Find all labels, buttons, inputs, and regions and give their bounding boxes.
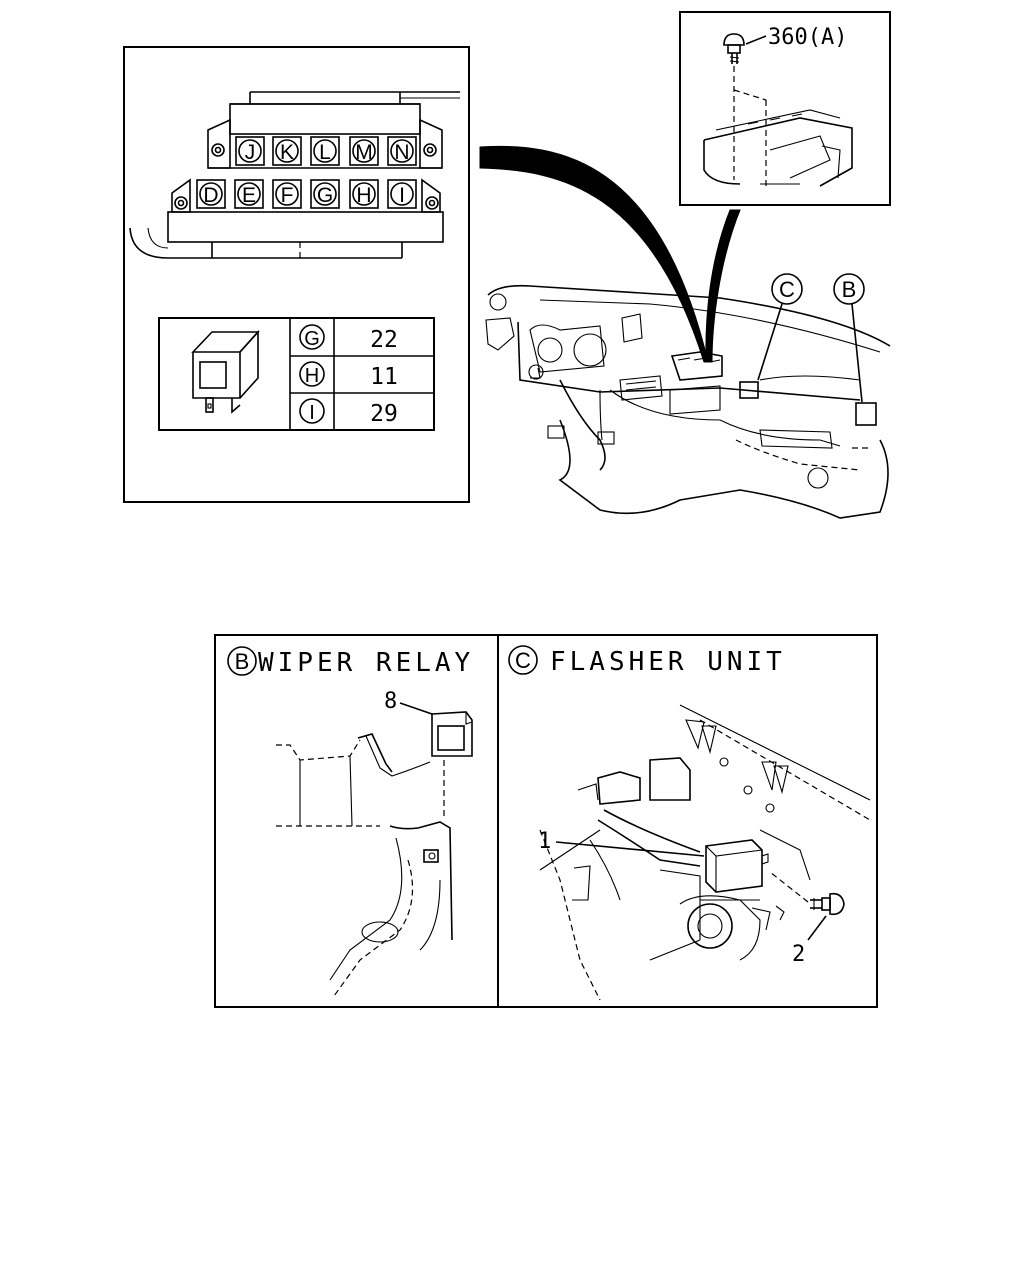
table-row-I: I 29 [299, 398, 398, 427]
leader-line [745, 35, 767, 45]
socket-label: H [356, 184, 371, 207]
flasher-unit-marker [739, 381, 759, 399]
panel-c-title: FLASHER UNIT [550, 647, 786, 677]
inset-frame [679, 11, 891, 206]
bolt-inset-box: 360(A) [679, 11, 891, 206]
panel-c-callout-1: 1 [538, 829, 551, 854]
socket-row-bottom: D E F G H [196, 179, 417, 209]
socket-label: L [319, 141, 331, 164]
panel-c-badge-circle [508, 645, 538, 675]
socket-label: F [281, 184, 294, 207]
table-part-number: 11 [370, 364, 398, 390]
socket-label: D [203, 184, 218, 207]
inset-pointer-arrow [705, 209, 741, 363]
table-socket-label: H [305, 365, 319, 387]
wiper-relay-marker [855, 402, 877, 426]
relay-parts-table: G 22 H 11 I 29 [158, 317, 435, 431]
socket-J: J [235, 136, 265, 166]
socket-F: F [272, 179, 302, 209]
socket-I: I [387, 179, 417, 209]
bottom-panels: B WIPER RELAY 8 [214, 634, 878, 1008]
panel-c-badge: C [515, 648, 531, 673]
table-row-G: G 22 [299, 324, 398, 353]
flasher-unit-icon [705, 839, 769, 893]
table-socket-label: G [304, 328, 320, 350]
relay-icon [191, 329, 260, 414]
socket-label: I [399, 184, 405, 207]
socket-label: M [355, 141, 373, 164]
table-row-H: H 11 [299, 361, 398, 390]
relay-block-inset-illustration [703, 109, 853, 187]
socket-K: K [272, 136, 302, 166]
dashboard-callout-b: B [833, 273, 865, 403]
socket-label: K [280, 141, 294, 164]
socket-label: J [245, 141, 256, 164]
socket-G: G [310, 179, 340, 209]
flasher-bolt-icon [810, 892, 845, 916]
socket-label: N [394, 141, 409, 164]
callout-letter: C [779, 277, 795, 302]
bottom-panels-frame [214, 634, 878, 1008]
table-part-number: 22 [370, 327, 398, 353]
dashboard-callout-c: C [757, 273, 803, 381]
socket-L: L [310, 136, 340, 166]
pointer-arrows [479, 145, 741, 363]
panel-b-badge-circle [227, 646, 257, 676]
panel-b-badge: B [235, 649, 250, 674]
relay-block-detail-box: J K L M N [123, 46, 470, 503]
panel-wiper-relay: B WIPER RELAY 8 [227, 646, 474, 997]
detail-box-frame [123, 46, 470, 503]
socket-M: M [349, 136, 379, 166]
panel-b-callout-8: 8 [384, 689, 397, 714]
panel-c-illustration [539, 704, 871, 1001]
callout-letter: B [842, 277, 857, 302]
panel-b-title: WIPER RELAY [258, 648, 474, 678]
relay-block-illustration [129, 91, 460, 259]
table-part-number: 29 [370, 401, 398, 427]
panel-flasher-unit: C FLASHER UNIT [508, 645, 871, 1001]
dashboard-illustration [485, 284, 891, 519]
socket-row-top: J K L M N [235, 136, 417, 166]
socket-D: D [196, 179, 226, 209]
socket-N: N [387, 136, 417, 166]
socket-label: E [242, 184, 256, 207]
panel-c-callout-2: 2 [792, 942, 805, 967]
socket-H: H [349, 179, 379, 209]
panel-b-body-illustration [276, 733, 453, 997]
inset-callout-label: 360(A) [768, 25, 847, 50]
detail-pointer-arrow [479, 145, 709, 363]
socket-E: E [234, 179, 264, 209]
bolt-icon [723, 33, 745, 64]
wiper-relay-icon [431, 711, 473, 757]
table-socket-label: I [309, 402, 315, 424]
socket-label: G [317, 184, 333, 207]
